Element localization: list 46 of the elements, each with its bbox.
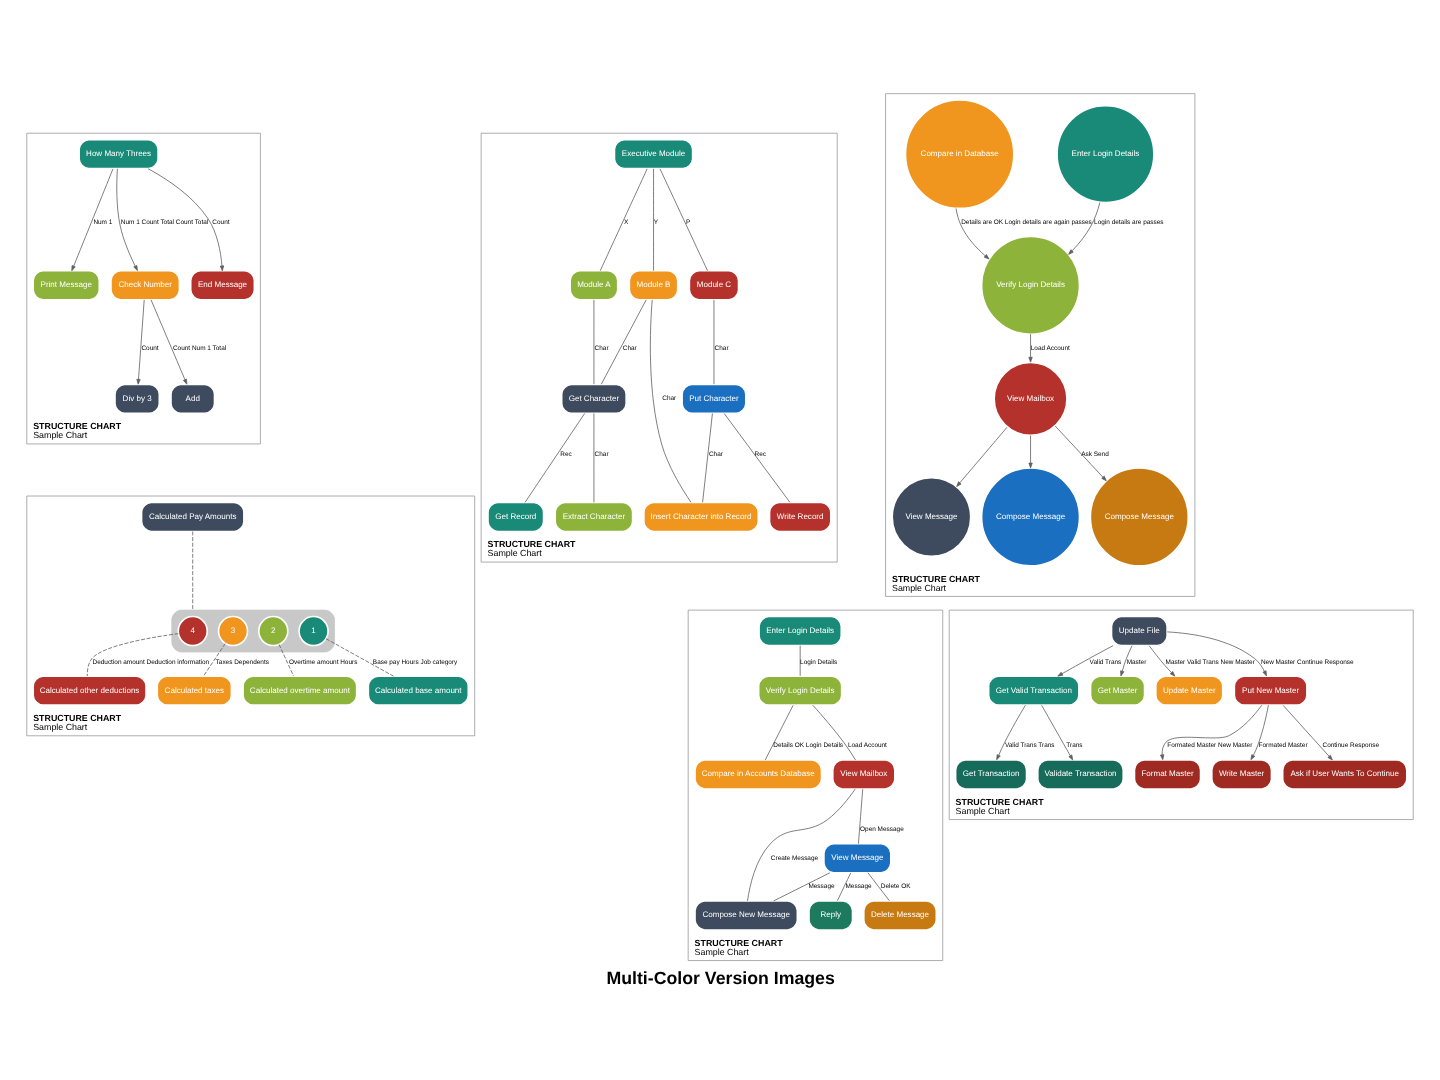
connector	[86, 633, 179, 677]
connector	[659, 168, 708, 272]
arrow	[1028, 435, 1033, 469]
connector	[837, 872, 852, 902]
diagram-title: Multi-Color Version Images	[606, 967, 835, 988]
arrow	[71, 168, 114, 272]
connector	[747, 788, 856, 902]
connector	[858, 788, 864, 845]
arrow	[136, 299, 145, 385]
connector	[653, 168, 654, 272]
arrow	[1282, 705, 1333, 761]
connector	[593, 299, 595, 385]
connector	[325, 638, 394, 677]
connector	[203, 643, 226, 677]
arrow	[1160, 704, 1263, 761]
connector	[593, 413, 595, 503]
arrow	[1250, 704, 1269, 761]
connector	[812, 704, 856, 761]
arrow	[1041, 705, 1074, 761]
arrow	[996, 704, 1026, 761]
arrow	[1068, 202, 1101, 255]
arrow	[116, 168, 138, 271]
connector	[600, 299, 647, 385]
connector	[192, 531, 194, 611]
arrow	[1028, 333, 1033, 363]
arrow	[1054, 425, 1107, 482]
arrow	[1120, 645, 1133, 677]
connector	[702, 413, 713, 503]
arrow	[1148, 645, 1176, 677]
connector	[773, 872, 831, 902]
connector	[867, 872, 890, 902]
connector	[764, 705, 794, 761]
connector	[713, 299, 715, 385]
connector	[524, 413, 586, 503]
arrow	[956, 426, 1008, 487]
connector	[599, 168, 648, 272]
connector	[799, 645, 801, 677]
connector	[723, 413, 791, 503]
cluster	[171, 609, 335, 653]
arrow	[147, 168, 225, 272]
arrow	[150, 299, 188, 385]
arrow	[1057, 645, 1114, 677]
connector	[649, 299, 692, 503]
arrow	[1166, 631, 1267, 677]
connector	[278, 644, 294, 677]
arrow	[955, 208, 990, 260]
